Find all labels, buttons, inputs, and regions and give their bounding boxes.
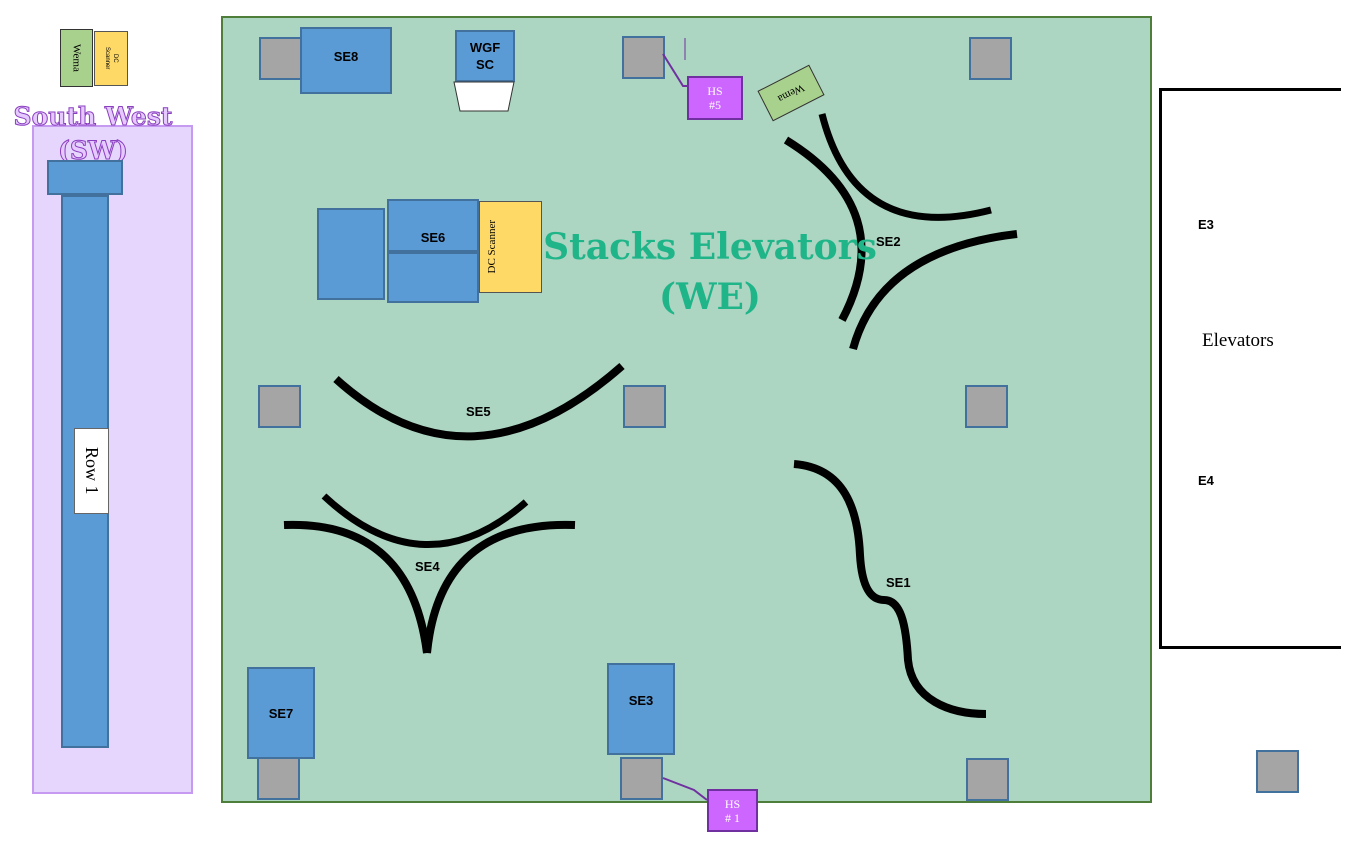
pillar <box>969 37 1012 80</box>
hs1-label-line1: HS <box>724 796 741 811</box>
elevators-area <box>1159 88 1341 649</box>
station-se7-label: SE7 <box>268 705 294 721</box>
dc-scanner-small-line2: Scanner <box>104 47 110 70</box>
wema-top-left[interactable]: Wema <box>60 29 93 87</box>
row1-label: Row 1 <box>74 428 109 514</box>
station-se6-label: SE6 <box>420 230 446 245</box>
station-se8-label: SE8 <box>333 49 359 64</box>
wema-rotated-label: Wema <box>775 81 807 105</box>
hs5-label-line2: #5 <box>709 98 721 112</box>
stacks-elevators-title: Stacks Elevators (WE) <box>540 222 880 322</box>
elevators-label: Elevators <box>1202 330 1274 351</box>
southwest-title-line1: South West <box>13 102 173 132</box>
label-se1: SE1 <box>886 575 911 590</box>
pillar <box>622 36 665 79</box>
station-wgf-label-line2: SC <box>475 57 495 72</box>
hs1-label-line2: # 1 <box>725 810 740 825</box>
dc-scanner-main-label: DC Scanner <box>486 220 498 274</box>
station-wgf-label-line1: WGF <box>469 40 501 55</box>
station-se6[interactable]: SE6 <box>387 199 479 252</box>
dc-scanner-small-line1: DC <box>112 54 118 63</box>
pillar <box>259 37 302 80</box>
pillar <box>257 757 300 800</box>
pillar <box>966 758 1009 801</box>
pillar <box>258 385 301 428</box>
station-se8[interactable]: SE8 <box>300 27 392 94</box>
pillar <box>620 757 663 800</box>
stacks-elevators-floor <box>221 16 1152 803</box>
label-se5: SE5 <box>466 404 491 419</box>
label-se2: SE2 <box>876 234 901 249</box>
dc-scanner-small[interactable]: DC Scanner <box>94 31 128 86</box>
handstation-hs1[interactable]: HS # 1 <box>707 789 758 832</box>
station-wgf-sc[interactable]: WGF SC <box>455 30 515 82</box>
stacks-elevators-title-line1: Stacks Elevators <box>543 226 877 268</box>
pillar <box>965 385 1008 428</box>
pillar <box>623 385 666 428</box>
label-se4: SE4 <box>415 559 440 574</box>
stacks-elevators-title-line2: (WE) <box>659 276 761 318</box>
handstation-hs5[interactable]: HS #5 <box>687 76 743 120</box>
elevator-e3[interactable]: E3 <box>1198 217 1214 232</box>
station-se3[interactable]: SE3 <box>607 663 675 755</box>
southwest-title: South West (SW) <box>10 100 176 168</box>
hs5-label-line1: HS <box>707 84 723 98</box>
station-se3-label: SE3 <box>628 693 654 708</box>
station-se6-left-block[interactable] <box>317 208 385 300</box>
southwest-zone <box>32 125 193 794</box>
station-se7[interactable]: SE7 <box>247 667 315 759</box>
pillar <box>1256 750 1299 793</box>
station-se6-lower-block[interactable] <box>387 252 479 303</box>
dc-scanner-main[interactable]: DC Scanner <box>479 201 542 293</box>
row1-header-block[interactable] <box>47 160 123 195</box>
wema-top-left-label: Wema <box>70 44 83 72</box>
elevator-e4[interactable]: E4 <box>1198 473 1214 488</box>
